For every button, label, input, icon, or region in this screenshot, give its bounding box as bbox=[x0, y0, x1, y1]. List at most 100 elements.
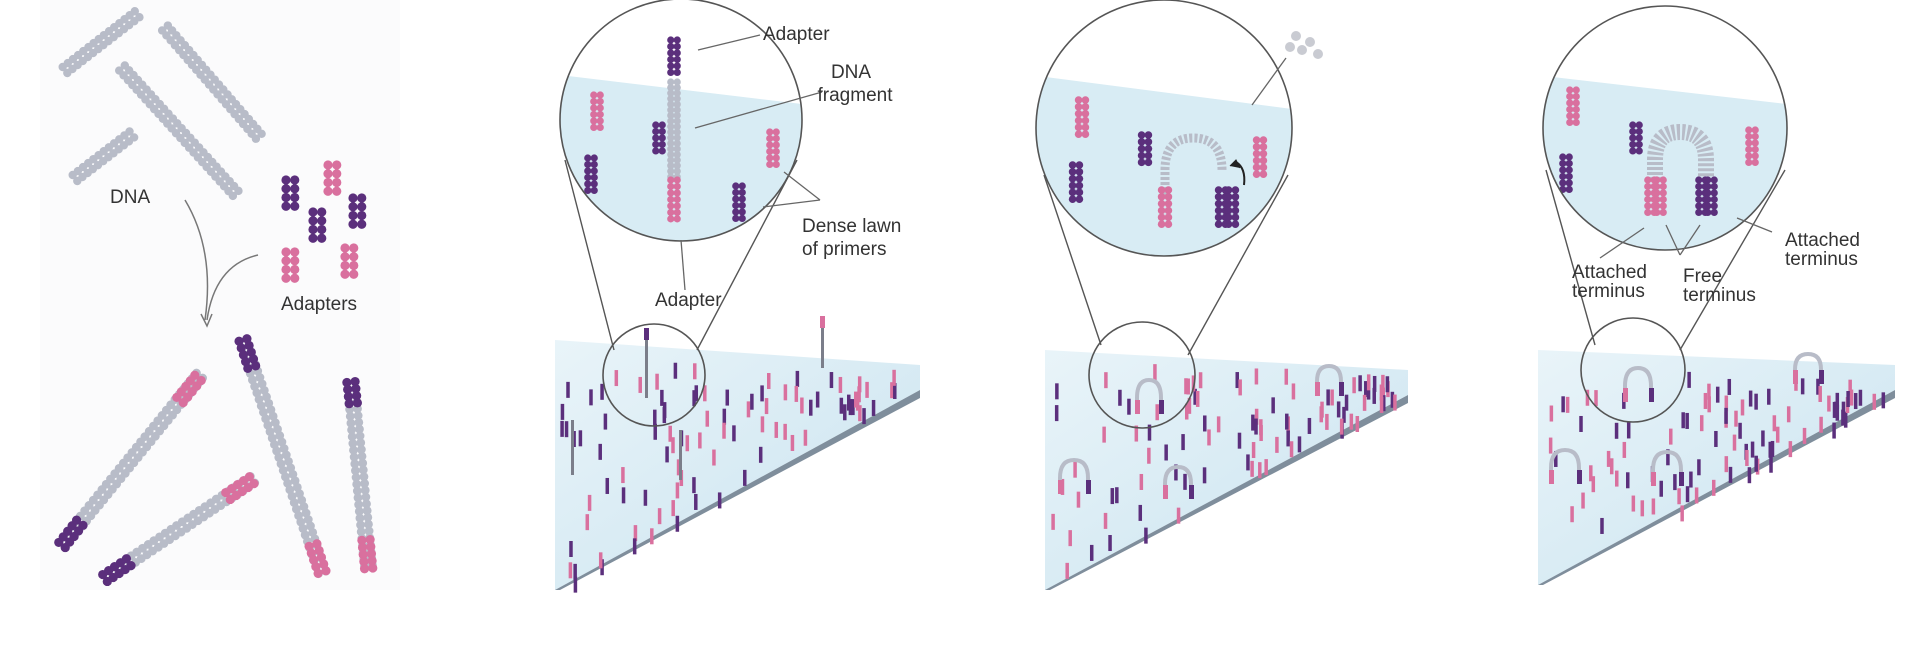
primer bbox=[1659, 480, 1663, 497]
primer bbox=[1186, 378, 1190, 395]
primer bbox=[1732, 434, 1737, 451]
primer bbox=[1164, 444, 1168, 461]
bridge-fragment bbox=[1651, 449, 1684, 486]
primer bbox=[862, 408, 866, 425]
primer bbox=[1609, 458, 1614, 475]
primer bbox=[692, 390, 696, 407]
primer bbox=[1055, 383, 1059, 400]
primer bbox=[1285, 413, 1289, 430]
primer bbox=[1362, 394, 1367, 411]
primer bbox=[662, 402, 667, 419]
primer bbox=[1827, 395, 1831, 412]
attached-fragment bbox=[821, 318, 824, 368]
adapter-top-label: Adapter bbox=[763, 24, 830, 45]
primer bbox=[1202, 467, 1207, 484]
primer bbox=[1677, 488, 1681, 505]
adapter-dark bbox=[348, 193, 367, 229]
primer bbox=[1330, 389, 1334, 406]
primer bbox=[1184, 378, 1188, 395]
primer bbox=[1254, 368, 1259, 385]
primer bbox=[1680, 505, 1684, 522]
zoom-line-right bbox=[1679, 169, 1786, 351]
adapter-top bbox=[667, 36, 681, 76]
pointer-adapter-top bbox=[697, 34, 761, 51]
primer bbox=[795, 370, 800, 387]
primer bbox=[712, 449, 716, 466]
primer bbox=[815, 391, 820, 408]
primer bbox=[1254, 418, 1258, 435]
primer bbox=[675, 482, 680, 499]
primer bbox=[1651, 498, 1656, 515]
primer bbox=[1110, 488, 1115, 505]
primer bbox=[1724, 407, 1728, 424]
attached-terminus-left-line1: Attached bbox=[1572, 262, 1647, 283]
primer bbox=[1858, 389, 1863, 406]
dna-strands bbox=[58, 7, 266, 201]
primer bbox=[1715, 386, 1720, 403]
panel-3 bbox=[1035, 0, 1408, 590]
primer bbox=[1144, 527, 1148, 544]
primer bbox=[1390, 391, 1395, 408]
primer bbox=[614, 370, 619, 387]
primer bbox=[598, 552, 603, 569]
adapter-pink bbox=[221, 472, 259, 505]
primer bbox=[643, 489, 648, 506]
primer bbox=[839, 397, 844, 414]
primer bbox=[1849, 389, 1854, 406]
primer bbox=[1689, 471, 1693, 488]
primer bbox=[568, 562, 573, 579]
zoom-line-left bbox=[564, 159, 615, 351]
primer bbox=[1728, 466, 1733, 483]
primer bbox=[1653, 176, 1667, 216]
bridge-fragment bbox=[1647, 123, 1714, 180]
primer bbox=[746, 401, 751, 418]
dna-fragment bbox=[667, 78, 681, 181]
primer bbox=[1235, 372, 1239, 389]
bridge-fragment bbox=[1058, 457, 1091, 494]
primer bbox=[1127, 398, 1131, 415]
primer bbox=[1687, 371, 1691, 388]
primer bbox=[725, 389, 730, 406]
bridge-fragment bbox=[1135, 377, 1164, 414]
dna-fragment-label-line2: fragment bbox=[817, 85, 893, 106]
primer bbox=[843, 404, 847, 421]
primer bbox=[1818, 385, 1822, 402]
primer bbox=[1570, 506, 1574, 523]
primer bbox=[1761, 430, 1765, 447]
primer bbox=[671, 500, 675, 517]
primer bbox=[783, 423, 787, 440]
primer bbox=[1339, 418, 1344, 435]
primer bbox=[1250, 460, 1254, 477]
primer bbox=[621, 467, 625, 484]
primer bbox=[1379, 396, 1384, 413]
primer bbox=[600, 383, 604, 400]
primer bbox=[569, 540, 573, 557]
bridge-fragment bbox=[1793, 351, 1824, 384]
primer bbox=[1579, 415, 1583, 432]
primer-lawn bbox=[560, 316, 897, 593]
primer bbox=[573, 576, 578, 593]
primer bbox=[1372, 375, 1377, 392]
attached-fragment bbox=[645, 330, 648, 398]
primer bbox=[1846, 391, 1850, 408]
primer bbox=[1118, 389, 1122, 406]
primer bbox=[584, 154, 598, 194]
primer bbox=[847, 394, 851, 411]
primer bbox=[1307, 417, 1312, 434]
primer bbox=[857, 386, 861, 403]
primer bbox=[1703, 392, 1708, 409]
primer bbox=[1326, 389, 1330, 406]
primer bbox=[1364, 381, 1368, 398]
dense-lawn-label-line2: of primers bbox=[802, 239, 887, 260]
primer bbox=[1600, 517, 1604, 534]
primer bbox=[829, 372, 834, 389]
primer bbox=[783, 384, 788, 401]
primer bbox=[1819, 416, 1823, 433]
primer bbox=[722, 422, 726, 439]
primer bbox=[1747, 467, 1752, 484]
primer bbox=[857, 376, 862, 393]
dna-strand bbox=[114, 61, 243, 201]
panel-4 bbox=[1538, 5, 1895, 585]
adapter-pink bbox=[340, 243, 359, 279]
primer bbox=[1139, 473, 1144, 490]
